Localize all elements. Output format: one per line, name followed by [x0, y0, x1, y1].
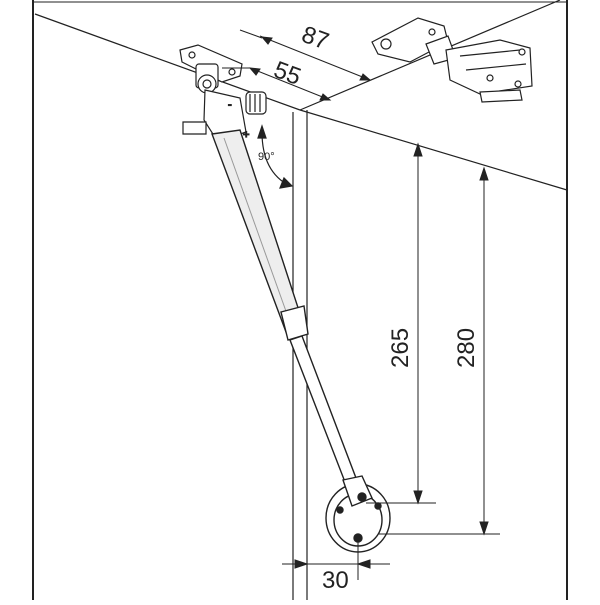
mount-pivot-hole — [202, 79, 212, 89]
dim-87-arrow-left — [260, 36, 273, 45]
dim-30-label: 30 — [322, 567, 349, 594]
hinge-plate-line-1 — [459, 49, 521, 57]
hinge-plate-hole-2 — [514, 80, 522, 88]
dim-87-arrow-right — [359, 73, 372, 81]
hinge-tab — [479, 89, 523, 103]
cup-hinge — [371, 17, 533, 103]
cylinder-highlight — [223, 137, 293, 329]
dim-30-arrow-right — [356, 559, 371, 569]
dim-87-line — [259, 35, 371, 81]
top-mount-bracket — [179, 44, 243, 94]
dim-87-label: 87 — [298, 21, 332, 56]
dim-265 — [366, 142, 436, 505]
dim-280-arrow-top — [479, 166, 489, 181]
minus-mark: - — [228, 99, 232, 111]
top-dimension-lines — [222, 29, 372, 101]
dim-30-arrow-left — [294, 559, 309, 569]
hinge-plate-hole-1 — [486, 74, 494, 82]
bracket-screw-top — [357, 492, 367, 502]
angle-label: 90° — [258, 151, 275, 163]
round-door-bracket — [325, 475, 391, 553]
dim-280-label: 280 — [453, 328, 480, 368]
hinge-cup-screw — [380, 38, 392, 50]
hinge-base-screw — [428, 28, 436, 36]
dim-30 — [282, 540, 390, 580]
dim-280-arrow-bottom — [479, 521, 489, 536]
adjust-knob — [245, 91, 267, 115]
panel-back-edge — [299, 109, 568, 191]
mount-screw-right — [228, 68, 236, 76]
dim-265-arrow-top — [413, 142, 423, 157]
dim-55-arrow-left — [248, 67, 261, 76]
mount-screw-left — [188, 51, 196, 59]
hinge-plate — [445, 39, 533, 95]
dim-55-line — [249, 67, 331, 101]
dim-55-label: 55 — [270, 56, 304, 91]
cabinet-frame — [32, 0, 568, 600]
plus-mark: + — [243, 129, 249, 141]
side-pin — [182, 121, 207, 135]
hinge-plate-hole-3 — [518, 48, 526, 56]
dim-87-ext — [239, 29, 263, 39]
bracket-screw-left — [336, 506, 344, 514]
bracket-screw-right — [374, 502, 382, 510]
angle-arrow-top — [257, 124, 267, 139]
cylinder-collar — [280, 305, 309, 341]
dim-265-label: 265 — [387, 328, 414, 368]
damper-head: - + — [182, 89, 267, 143]
opening-angle-indicator — [257, 124, 294, 189]
dim-55-arrow-right — [319, 93, 332, 101]
strut-piston-rod — [289, 335, 357, 483]
angle-arrow-bottom — [279, 176, 294, 189]
hinge-plate-line-2 — [465, 63, 527, 71]
dim-265-arrow-bottom — [413, 490, 423, 505]
dim-280 — [378, 166, 500, 536]
